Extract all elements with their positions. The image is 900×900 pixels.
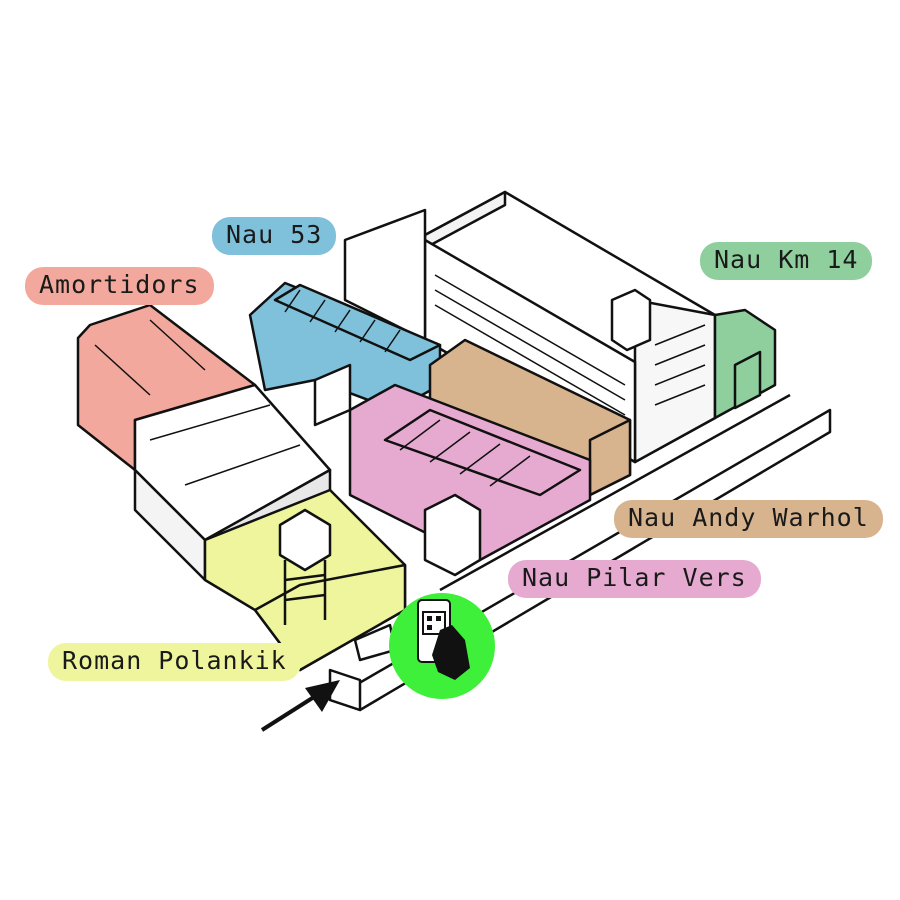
building-km14: [713, 308, 777, 420]
label-nau-pilar-vers: Nau Pilar Vers: [508, 560, 761, 598]
label-nau-andy-warhol: Nau Andy Warhol: [614, 500, 883, 538]
building-pilar: [313, 363, 592, 577]
label-roman-polankik: Roman Polankik: [48, 643, 301, 681]
label-amortidors: Amortidors: [25, 267, 214, 305]
building-roman: [203, 488, 407, 672]
entrance-arrow-icon: [260, 680, 340, 732]
building-nau53: [248, 281, 442, 412]
label-nau-km-14: Nau Km 14: [700, 242, 873, 280]
phone-qr-icon[interactable]: [389, 593, 495, 699]
label-nau-53: Nau 53: [212, 217, 337, 255]
